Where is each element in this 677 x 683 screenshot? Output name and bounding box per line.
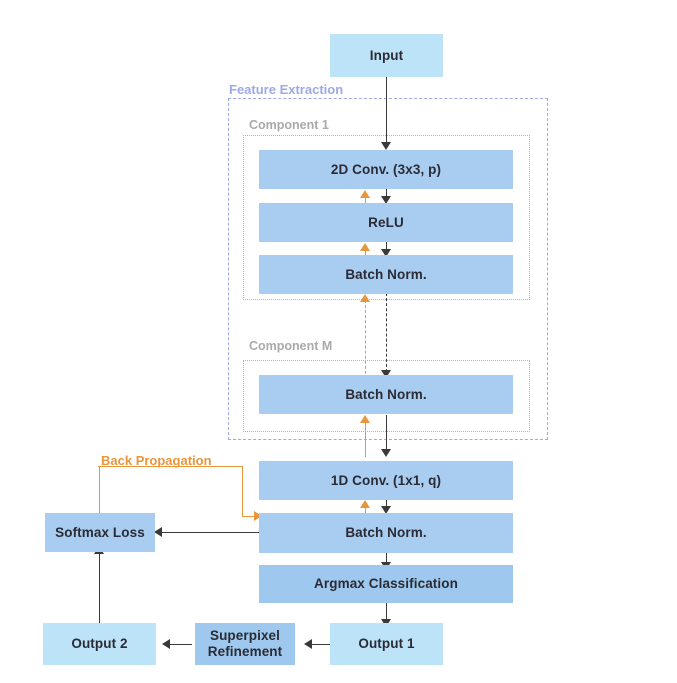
node-conv1d[interactable]: 1D Conv. (1x1, q) [259, 461, 513, 500]
edge-input-to-conv2d [386, 77, 387, 143]
arrowhead-backprop-to-batchnormfinal [254, 511, 262, 521]
edge-backprop-descender [242, 466, 243, 516]
edge-backprop-entry [242, 516, 256, 517]
feature-extraction-label: Feature Extraction [229, 82, 344, 97]
edge-output2-to-softmaxloss [99, 552, 100, 624]
edge-batchnormfinal-to-conv1d-backprop [365, 506, 366, 514]
superpixel-refinement-line-2: Refinement [207, 644, 283, 659]
edge-backprop-span [98, 466, 243, 467]
back-propagation-label: Back Propagation [101, 453, 212, 468]
arrowhead-superpixel-to-output2 [162, 639, 170, 649]
arrowhead-componentm-to-component1-backprop [360, 294, 370, 302]
arrowhead-relu-to-conv2d-backprop [360, 190, 370, 198]
node-output-2[interactable]: Output 2 [43, 623, 156, 665]
component-m-label: Component M [249, 339, 333, 353]
edge-batchnormfinal-to-argmax [386, 553, 387, 565]
feature-extraction-frame [228, 98, 548, 440]
edge-conv2d-to-relu [386, 189, 387, 198]
node-relu[interactable]: ReLU [259, 203, 513, 242]
edge-conv1d-to-batchnormfinal [386, 500, 387, 508]
arrowhead-conv2d-to-relu [381, 196, 391, 204]
edge-component1-to-componentm [386, 293, 387, 372]
arrowhead-batchnormfinal-to-conv1d-backprop [360, 500, 370, 508]
component-1-label: Component 1 [249, 118, 329, 132]
arrowhead-relu-to-batchnorm1 [381, 249, 391, 257]
superpixel-refinement-line-1: Superpixel [209, 628, 281, 644]
edge-batchnormm-to-conv1d [386, 415, 387, 451]
edge-output1-to-superpixel [310, 644, 330, 645]
arrowhead-conv1d-to-batchnormfinal [381, 506, 391, 514]
node-output-1[interactable]: Output 1 [330, 623, 443, 665]
node-argmax-classification[interactable]: Argmax Classification [259, 565, 513, 603]
edge-batchnormfinal-to-softmaxloss [160, 532, 260, 533]
edge-conv1d-to-batchnormm-backprop [365, 421, 366, 457]
arrowhead-output1-to-superpixel [304, 639, 312, 649]
edge-componentm-to-component1-backprop [365, 300, 366, 379]
edge-superpixel-to-output2 [168, 644, 192, 645]
node-batchnorm-final[interactable]: Batch Norm. [259, 513, 513, 553]
node-batchnorm-m[interactable]: Batch Norm. [259, 375, 513, 414]
arrowhead-input-to-conv2d [381, 142, 391, 150]
node-batchnorm-1[interactable]: Batch Norm. [259, 255, 513, 294]
edge-batchnorm1-to-relu-backprop [365, 249, 366, 258]
arrowhead-conv1d-to-batchnormm-backprop [360, 415, 370, 423]
node-superpixel-refinement[interactable]: Superpixel Refinement [195, 623, 295, 665]
edge-backprop-riser [99, 466, 100, 514]
edge-relu-to-batchnorm1 [386, 242, 387, 251]
node-input[interactable]: Input [330, 34, 443, 77]
edge-argmax-to-output1 [386, 602, 387, 622]
node-softmax-loss[interactable]: Softmax Loss [45, 513, 155, 552]
arrowhead-batchnormm-to-conv1d [381, 449, 391, 457]
arrowhead-batchnorm1-to-relu-backprop [360, 243, 370, 251]
arrowhead-component1-to-componentm [381, 370, 391, 378]
node-conv2d[interactable]: 2D Conv. (3x3, p) [259, 150, 513, 189]
arrowhead-batchnormfinal-to-softmaxloss [154, 527, 162, 537]
edge-relu-to-conv2d-backprop [365, 196, 366, 205]
